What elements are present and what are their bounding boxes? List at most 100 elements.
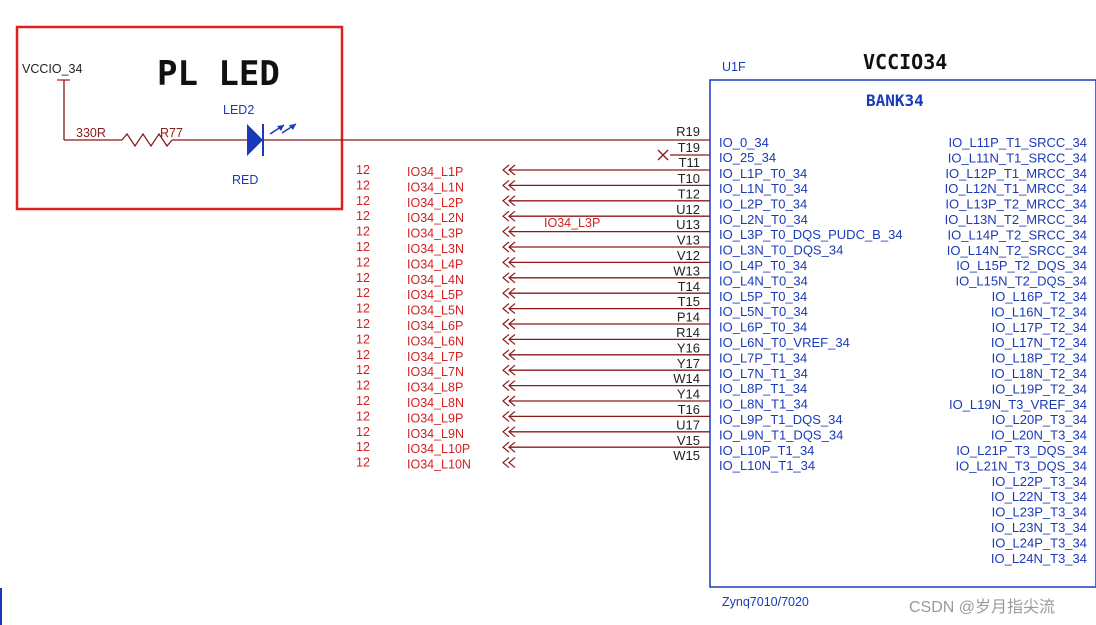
chip-part: Zynq7010/7020 — [722, 595, 809, 609]
connector-arrow-icon — [508, 164, 516, 176]
pin-number: W13 — [673, 263, 700, 278]
net-number: 12 — [356, 163, 370, 177]
pin-label: IO_L1P_T0_34 — [719, 166, 807, 181]
chip-body — [709, 79, 1096, 588]
chip-ref: U1F — [722, 60, 746, 74]
net-name: IO34_L8P — [407, 381, 463, 395]
right-pin-label: IO_L20P_T3_34 — [992, 412, 1087, 427]
pin-number: Y17 — [677, 356, 700, 371]
pin-number: V12 — [677, 248, 700, 263]
pin-label: IO_L10N_T1_34 — [719, 458, 815, 473]
net-name: IO34_L6N — [407, 334, 464, 348]
pin-label: IO_L5P_T0_34 — [719, 289, 807, 304]
net-name: IO34_L4P — [407, 257, 463, 271]
net-name: IO34_L4N — [407, 273, 464, 287]
section-title: PL LED — [157, 54, 280, 94]
led-arrowhead-icon — [277, 125, 284, 131]
wire-net-label: IO34_L3P — [544, 216, 600, 230]
led-ref: LED2 — [223, 103, 254, 117]
pin-label: IO_L6N_T0_VREF_34 — [719, 335, 850, 350]
pin-number: U12 — [676, 202, 700, 217]
connector-arrow-icon — [502, 179, 510, 191]
net-name: IO34_L7N — [407, 365, 464, 379]
right-pin-label: IO_L14P_T2_SRCC_34 — [948, 227, 1087, 242]
connector-arrow-icon — [502, 395, 510, 407]
connector-arrow-icon — [502, 287, 510, 299]
left-pin-group: T10IO_L1N_T0_34T12IO_L2P_T0_34U12IO_L2N_… — [509, 169, 903, 473]
connector-arrow-icon — [508, 333, 516, 345]
net-number: 12 — [356, 271, 370, 285]
right-pin-label: IO_L14N_T2_SRCC_34 — [947, 243, 1087, 258]
right-pin-label: IO_L23P_T3_34 — [992, 505, 1087, 520]
pin-number: T15 — [678, 294, 700, 309]
net-name: IO34_L5N — [407, 304, 464, 318]
right-pin-label: IO_L11P_T1_SRCC_34 — [948, 135, 1087, 150]
connector-arrow-icon — [508, 179, 516, 191]
connector-arrow-icon — [508, 364, 516, 376]
connector-arrow-icon — [502, 210, 510, 222]
chip-bank: BANK34 — [866, 91, 924, 110]
connector-arrow-icon — [508, 426, 516, 438]
right-pin-label: IO_L18N_T2_34 — [991, 366, 1087, 381]
led-color-label: RED — [232, 173, 258, 187]
pin-number: R14 — [676, 325, 700, 340]
connector-arrow-icon — [502, 457, 510, 469]
net-name: IO34_L3N — [407, 242, 464, 256]
connector-arrow-icon — [508, 303, 516, 315]
right-pin-label: IO_L13P_T2_MRCC_34 — [945, 197, 1087, 212]
net-name: IO34_L6P — [407, 319, 463, 333]
net-number: 12 — [356, 194, 370, 208]
net-name: IO34_L3P — [407, 227, 463, 241]
connector-arrow-icon — [502, 318, 510, 330]
right-pin-label: IO_L12N_T1_MRCC_34 — [945, 181, 1087, 196]
led-icon — [247, 124, 263, 156]
pin-label: IO_L6P_T0_34 — [719, 320, 807, 335]
net-name: IO34_L5P — [407, 288, 463, 302]
connector-arrow-icon — [508, 395, 516, 407]
net-number: 12 — [356, 317, 370, 331]
net-number: 12 — [356, 348, 370, 362]
pin-number: T11 — [679, 155, 700, 170]
net-number: 12 — [356, 363, 370, 377]
right-pin-label: IO_L21P_T3_DQS_34 — [956, 443, 1087, 458]
net-number: 12 — [356, 394, 370, 408]
right-pin-label: IO_L16P_T2_34 — [992, 289, 1087, 304]
pin-label: IO_L1N_T0_34 — [719, 181, 808, 196]
connector-arrow-icon — [502, 303, 510, 315]
connector-arrow-icon — [508, 349, 516, 361]
pin-label: IO_L9N_T1_DQS_34 — [719, 427, 843, 442]
right-pin-label: IO_L19N_T3_VREF_34 — [949, 397, 1087, 412]
pin-label: IO_L2P_T0_34 — [719, 196, 807, 211]
right-pin-label: IO_L21N_T3_DQS_34 — [955, 458, 1087, 473]
net-number: 12 — [356, 409, 370, 423]
pin-label: IO_L2N_T0_34 — [719, 212, 808, 227]
pin-number: Y14 — [677, 387, 700, 402]
net-name: IO34_L8N — [407, 396, 464, 410]
net-number: 12 — [356, 209, 370, 223]
net-name: IO34_L2P — [407, 196, 463, 210]
connector-arrow-icon — [508, 210, 516, 222]
connector-arrow-icon — [502, 364, 510, 376]
resistor-symbol — [121, 132, 173, 148]
pin-label: IO_25_34 — [719, 150, 776, 165]
connector-arrow-icon — [502, 164, 510, 176]
right-pin-label: IO_L17N_T2_34 — [991, 335, 1087, 350]
connector-arrow-icon — [502, 349, 510, 361]
connector-arrow-icon — [508, 318, 516, 330]
right-pin-label: IO_L19P_T2_34 — [992, 381, 1087, 396]
connector-arrow-icon — [508, 410, 516, 422]
pin-label: IO_L8N_T1_34 — [719, 397, 808, 412]
no-connect-icon — [657, 149, 669, 161]
right-pin-label: IO_L24P_T3_34 — [992, 535, 1087, 550]
net-number: 12 — [356, 425, 370, 439]
pin-label: IO_L4P_T0_34 — [719, 258, 807, 273]
pin-label: IO_L7N_T1_34 — [719, 366, 808, 381]
net-name: IO34_L7P — [407, 350, 463, 364]
connector-arrow-icon — [502, 426, 510, 438]
net-number: 12 — [356, 225, 370, 239]
connector-arrow-icon — [508, 195, 516, 207]
net-name: IO34_L1N — [407, 180, 464, 194]
pin-number: W15 — [673, 448, 700, 463]
connector-arrow-icon — [508, 457, 516, 469]
